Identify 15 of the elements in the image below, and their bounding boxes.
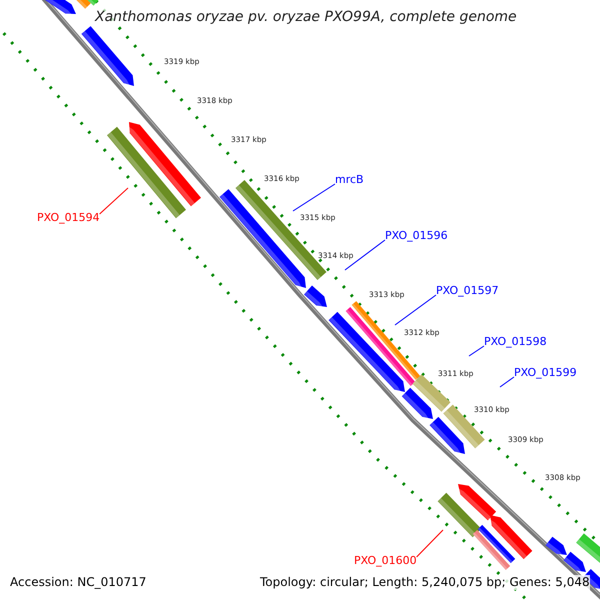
footer-note: Accession: NC_010717 (10, 575, 146, 590)
leader-line (468, 346, 484, 356)
gene-label: PXO_01597 (436, 284, 499, 298)
leader-line (99, 188, 128, 214)
gene-label: mrcB (335, 173, 364, 187)
leader-line (394, 294, 436, 326)
gene-label: PXO_01594 (37, 211, 100, 225)
leader-line (500, 376, 514, 388)
leader-line (416, 530, 444, 558)
gene-label: PXO_01596 (385, 229, 448, 243)
leader-line (292, 184, 336, 212)
leader-line (344, 240, 386, 270)
gene-label: PXO_01598 (484, 335, 547, 349)
gene-label: PXO_01600 (354, 554, 417, 568)
gene-label: PXO_01599 (514, 366, 577, 380)
